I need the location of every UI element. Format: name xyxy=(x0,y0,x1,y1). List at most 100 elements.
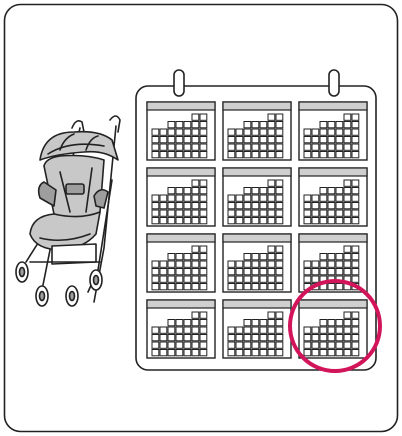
day-cell xyxy=(268,254,275,260)
day-cell xyxy=(252,195,259,201)
day-cell xyxy=(160,129,167,135)
day-cell xyxy=(352,152,359,158)
day-cell xyxy=(352,312,359,318)
wheel-front-right xyxy=(90,270,102,290)
day-cell xyxy=(328,261,335,267)
day-cell xyxy=(236,137,243,143)
day-cell xyxy=(276,188,283,194)
day-cell xyxy=(200,342,207,348)
day-cell xyxy=(184,350,191,356)
day-cell xyxy=(192,122,199,128)
calendar-ring-right xyxy=(329,70,339,96)
day-cell xyxy=(192,350,199,356)
day-cell xyxy=(244,129,251,135)
day-cell xyxy=(176,284,183,290)
day-cell xyxy=(160,276,167,282)
day-cell xyxy=(336,335,343,341)
day-cell xyxy=(268,180,275,186)
day-cell xyxy=(200,335,207,341)
day-cell xyxy=(160,350,167,356)
day-cell xyxy=(152,342,159,348)
day-cell xyxy=(168,269,175,275)
day-cell xyxy=(268,188,275,194)
day-cell xyxy=(192,320,199,326)
day-cell xyxy=(304,350,311,356)
calendar-month-3 xyxy=(299,102,367,160)
day-cell xyxy=(268,144,275,150)
day-cell xyxy=(336,188,343,194)
day-cell xyxy=(276,129,283,135)
day-cell xyxy=(276,269,283,275)
day-cell xyxy=(152,327,159,333)
day-cell xyxy=(228,144,235,150)
day-cell xyxy=(244,342,251,348)
day-cell xyxy=(152,210,159,216)
day-cell xyxy=(344,210,351,216)
day-cell xyxy=(200,261,207,267)
day-cell xyxy=(176,218,183,224)
day-cell xyxy=(160,203,167,209)
day-cell xyxy=(168,218,175,224)
day-cell xyxy=(328,342,335,348)
day-cell xyxy=(192,152,199,158)
day-cell xyxy=(184,261,191,267)
day-cell xyxy=(320,152,327,158)
day-cell xyxy=(352,254,359,260)
day-cell xyxy=(160,210,167,216)
day-cell xyxy=(344,269,351,275)
day-cell xyxy=(192,129,199,135)
day-cell xyxy=(320,269,327,275)
day-cell xyxy=(260,144,267,150)
day-cell xyxy=(228,342,235,348)
day-cell xyxy=(276,152,283,158)
day-cell xyxy=(244,195,251,201)
day-cell xyxy=(268,246,275,252)
wheel-front-left xyxy=(16,262,28,282)
day-cell xyxy=(320,137,327,143)
day-cell xyxy=(152,144,159,150)
day-cell xyxy=(352,276,359,282)
day-cell xyxy=(328,269,335,275)
day-cell xyxy=(244,261,251,267)
day-cell xyxy=(312,210,319,216)
day-cell xyxy=(260,203,267,209)
day-cell xyxy=(192,284,199,290)
day-cell xyxy=(352,195,359,201)
day-cell xyxy=(184,218,191,224)
day-cell xyxy=(252,320,259,326)
day-cell xyxy=(200,195,207,201)
day-cell xyxy=(192,218,199,224)
day-cell xyxy=(260,327,267,333)
day-cell xyxy=(168,276,175,282)
day-cell xyxy=(252,284,259,290)
day-cell xyxy=(276,210,283,216)
day-cell xyxy=(336,254,343,260)
day-cell xyxy=(328,122,335,128)
day-cell xyxy=(200,188,207,194)
day-cell xyxy=(176,327,183,333)
day-cell xyxy=(244,137,251,143)
day-cell xyxy=(192,335,199,341)
day-cell xyxy=(200,312,207,318)
day-cell xyxy=(228,261,235,267)
day-cell xyxy=(268,195,275,201)
calendar-icon xyxy=(136,70,376,370)
day-cell xyxy=(244,144,251,150)
day-cell xyxy=(160,327,167,333)
day-cell xyxy=(192,312,199,318)
day-cell xyxy=(304,203,311,209)
day-cell xyxy=(352,144,359,150)
day-cell xyxy=(320,122,327,128)
day-cell xyxy=(200,284,207,290)
day-cell xyxy=(328,218,335,224)
day-cell xyxy=(344,188,351,194)
day-cell xyxy=(184,144,191,150)
day-cell xyxy=(260,276,267,282)
day-cell xyxy=(276,218,283,224)
day-cell xyxy=(176,152,183,158)
day-cell xyxy=(276,335,283,341)
day-cell xyxy=(328,320,335,326)
day-cell xyxy=(184,269,191,275)
day-cell xyxy=(228,152,235,158)
